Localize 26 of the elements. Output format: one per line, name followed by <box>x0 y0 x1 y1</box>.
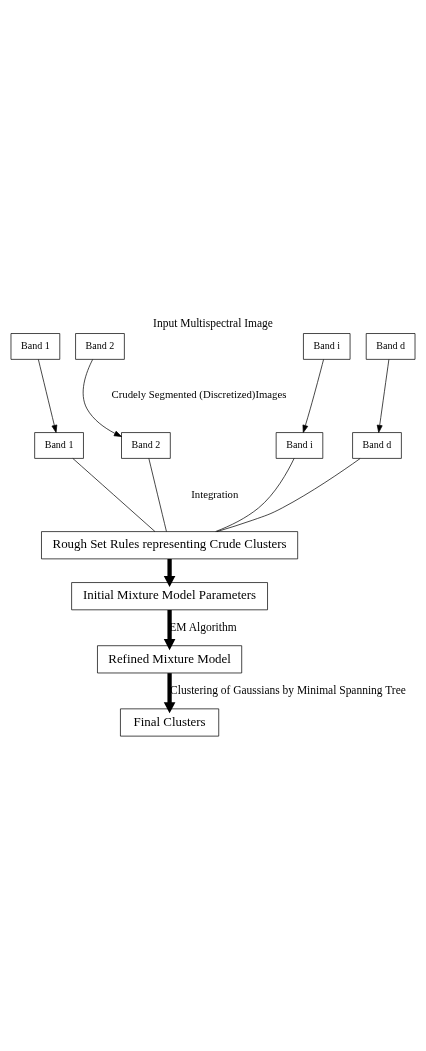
node-box: Band d <box>352 432 402 459</box>
arrow <box>163 610 176 651</box>
diagram-title: Input Multispectral Image <box>153 316 273 329</box>
node-box: Band i <box>303 333 351 360</box>
node-box: Band 2 <box>121 432 171 459</box>
node-box: Refined Mixture Model <box>97 645 243 674</box>
connector <box>215 458 295 532</box>
node-box: Initial Mixture Model Parameters <box>71 582 268 611</box>
connector <box>216 458 361 532</box>
arrow <box>163 558 176 587</box>
connector <box>148 458 167 532</box>
arrow <box>163 673 176 714</box>
node-box: Band 1 <box>10 333 61 360</box>
arrow <box>376 359 390 433</box>
arrow <box>302 359 324 433</box>
arrow <box>82 359 122 437</box>
label: Crudely Segmented (Discretized)Images <box>111 388 287 401</box>
arrow <box>38 359 58 433</box>
node-box: Band i <box>275 432 324 459</box>
node-box: Final Clusters <box>120 708 220 737</box>
node-box: Rough Set Rules representing Crude Clusters <box>41 531 299 560</box>
label: Integration <box>191 487 239 500</box>
connector <box>72 458 156 532</box>
node-box: Band d <box>365 333 416 360</box>
node-box: Band 1 <box>34 432 84 459</box>
node-box: Band 2 <box>75 333 125 360</box>
